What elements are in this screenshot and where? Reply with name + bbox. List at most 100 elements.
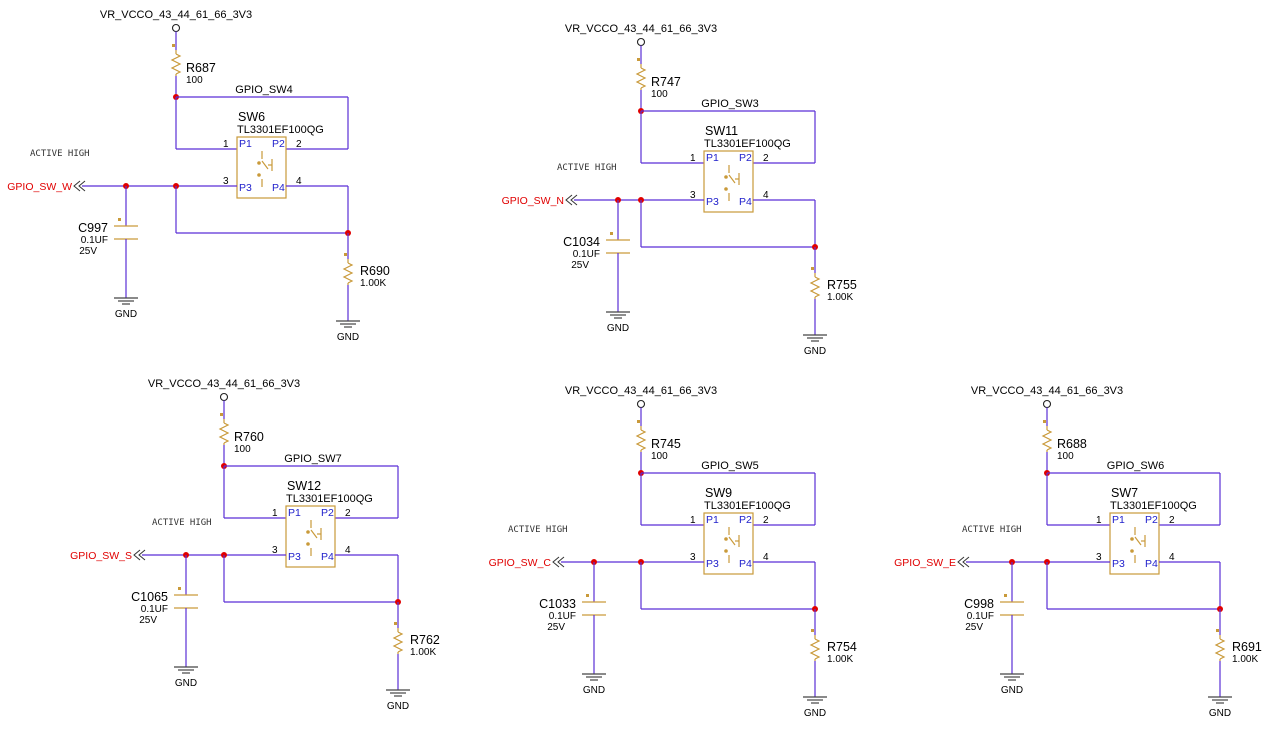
switch-pin-name: P4 — [739, 196, 752, 208]
power-net-label: VR_VCCO_43_44_61_66_3V3 — [565, 23, 717, 35]
switch-pin-number: 4 — [345, 545, 351, 556]
switch-lever — [728, 536, 736, 546]
pin1-marker — [610, 232, 613, 235]
switch-pin-number: 1 — [1096, 515, 1102, 526]
ground-symbol: GND — [803, 334, 827, 357]
resistor-ref: R690 — [360, 264, 390, 278]
resistor-zigzag — [809, 276, 821, 298]
switch-pin-name: P3 — [706, 196, 719, 208]
switch-ref: SW9 — [705, 486, 732, 500]
capacitor-value: 0.1UF — [967, 611, 994, 622]
power-port-icon — [636, 399, 646, 409]
switch-pin-name: P3 — [706, 558, 719, 570]
pin1-marker — [118, 218, 121, 221]
switch-pin-number: 2 — [763, 153, 769, 164]
switch-ref: SW11 — [705, 124, 738, 138]
power-net-label: VR_VCCO_43_44_61_66_3V3 — [100, 9, 252, 21]
pulldown-resistor — [809, 267, 821, 299]
switch-pin-number: 2 — [345, 508, 351, 519]
resistor-value: 100 — [1057, 451, 1074, 462]
port-label: GPIO_SW_E — [894, 557, 956, 569]
power-port-icon — [219, 392, 229, 402]
resistor-value: 1.00K — [410, 647, 436, 658]
switch-contact-dot — [724, 175, 728, 179]
offpage-port-icon — [552, 556, 565, 568]
resistor-zigzag — [1214, 638, 1226, 660]
net-label: GPIO_SW5 — [701, 460, 758, 472]
port-label: GPIO_SW_N — [502, 195, 564, 207]
switch-pin-name: P4 — [739, 558, 752, 570]
switch-pin-name: P2 — [321, 507, 334, 519]
ground-symbol: GND — [582, 673, 606, 696]
switch-pin-number: 2 — [296, 139, 302, 150]
power-net-label: VR_VCCO_43_44_61_66_3V3 — [565, 385, 717, 397]
switch-pin-name: P3 — [288, 551, 301, 563]
pin1-marker — [1216, 629, 1219, 632]
resistor-zigzag — [635, 67, 647, 89]
pin1-marker — [637, 420, 640, 423]
capacitor-voltage: 25V — [79, 246, 97, 257]
switch-body — [285, 505, 336, 568]
switch-contact-dot — [724, 187, 728, 191]
circuit-c: VR_VCCO_43_44_61_66_3V3R745100GPIO_SW5SW… — [489, 385, 857, 719]
power-net-label: VR_VCCO_43_44_61_66_3V3 — [971, 385, 1123, 397]
resistor-ref: R755 — [827, 278, 857, 292]
switch-pin-name: P1 — [1112, 514, 1125, 526]
capacitor-value: 0.1UF — [141, 604, 168, 615]
switch-pin-number: 1 — [690, 153, 696, 164]
switch-pin-number: 4 — [763, 190, 769, 201]
switch-contact-dot — [306, 542, 310, 546]
resistor-ref: R754 — [827, 640, 857, 654]
ground-label: GND — [1209, 708, 1231, 719]
resistor-value: 100 — [651, 89, 668, 100]
circuit-e: VR_VCCO_43_44_61_66_3V3R688100GPIO_SW6SW… — [894, 385, 1262, 719]
net-label: GPIO_SW4 — [235, 84, 292, 96]
resistor-zigzag — [635, 429, 647, 451]
switch-contact-dot — [306, 530, 310, 534]
switch-ref: SW6 — [238, 110, 265, 124]
port-label: GPIO_SW_C — [489, 557, 552, 569]
circuit-w: VR_VCCO_43_44_61_66_3V3R687100GPIO_SW4SW… — [7, 9, 390, 343]
switch-part-number: TL3301EF100QG — [237, 124, 324, 136]
switch-pin-number: 1 — [272, 508, 278, 519]
ground-label: GND — [337, 332, 359, 343]
switch-pin-name: P4 — [321, 551, 334, 563]
capacitor-ref: C997 — [78, 221, 108, 235]
resistor-zigzag — [809, 638, 821, 660]
switch-body — [703, 150, 754, 213]
resistor-ref: R745 — [651, 437, 681, 451]
pulldown-resistor — [392, 622, 404, 654]
switch-lever — [261, 160, 269, 170]
active-high-note: ACTIVE HIGH — [30, 149, 90, 159]
switch-contact-dot — [257, 173, 261, 177]
offpage-port-icon — [133, 549, 146, 561]
switch-body — [236, 136, 287, 199]
power-port-icon — [171, 23, 181, 33]
switch-part-number: TL3301EF100QG — [1110, 500, 1197, 512]
ground-symbol: GND — [803, 696, 827, 719]
capacitor-ref: C1065 — [131, 590, 168, 604]
switch-pin-name: P1 — [706, 152, 719, 164]
switch-contact-dot — [724, 549, 728, 553]
circuit-s: VR_VCCO_43_44_61_66_3V3R760100GPIO_SW7SW… — [70, 378, 440, 712]
pin1-marker — [394, 622, 397, 625]
switch-part-number: TL3301EF100QG — [286, 493, 373, 505]
resistor-ref: R762 — [410, 633, 440, 647]
capacitor-ref: C1033 — [539, 597, 576, 611]
ground-label: GND — [115, 309, 137, 320]
switch-pin-number: 4 — [1169, 552, 1175, 563]
switch-pin-number: 3 — [690, 190, 696, 201]
ground-symbol: GND — [386, 689, 410, 712]
pullup-resistor — [170, 44, 182, 76]
ground-symbol: GND — [606, 311, 630, 334]
resistor-value: 1.00K — [1232, 654, 1258, 665]
net-label: GPIO_SW7 — [284, 453, 341, 465]
capacitor-value: 0.1UF — [549, 611, 576, 622]
circuit-n: VR_VCCO_43_44_61_66_3V3R747100GPIO_SW3SW… — [502, 23, 857, 357]
resistor-value: 100 — [651, 451, 668, 462]
capacitor-voltage: 25V — [571, 260, 589, 271]
switch-ref: SW7 — [1111, 486, 1138, 500]
switch-ref: SW12 — [287, 479, 321, 493]
